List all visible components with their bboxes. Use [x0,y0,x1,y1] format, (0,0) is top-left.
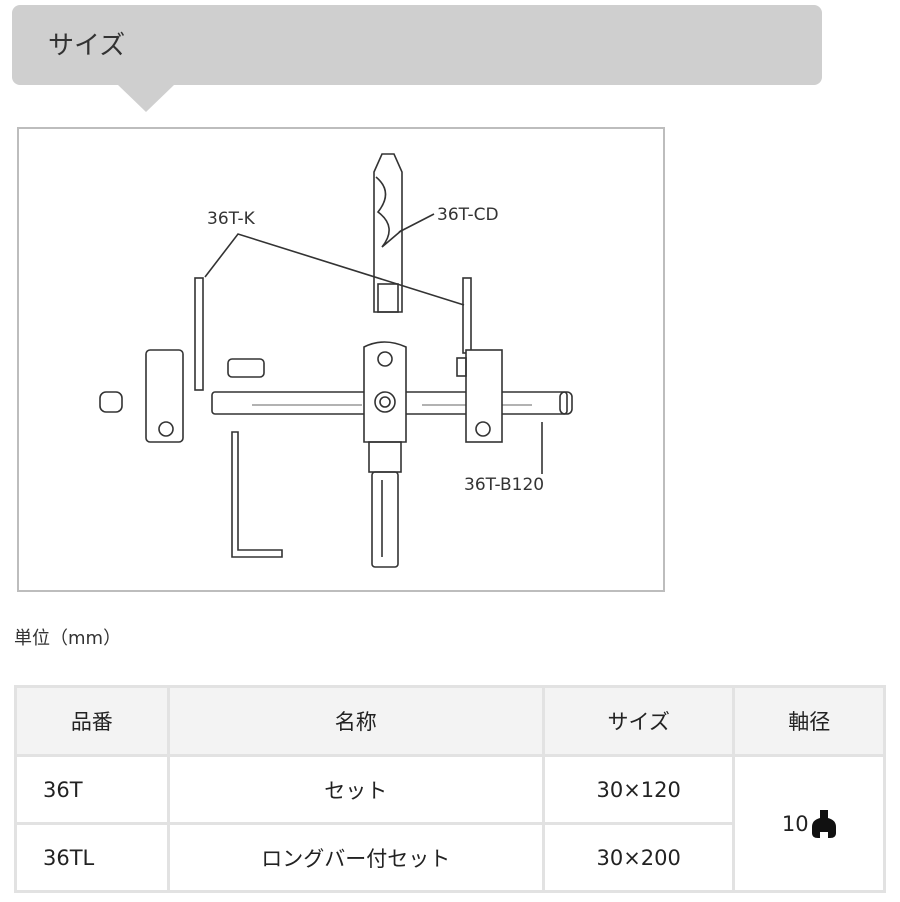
parts-diagram: 36T-CD 36T-K 36T-B120 [17,127,665,592]
left-cutter-blade [194,277,204,391]
col-header-code: 品番 [14,685,170,757]
right-cutter-blade [462,277,472,354]
col-header-name: 名称 [166,685,545,757]
drill-bit-part [373,153,403,313]
drill-leader-line [398,213,435,233]
section-title: サイズ [48,31,126,61]
center-holder [363,341,407,568]
right-holder-block [456,349,503,443]
small-bolt [99,391,123,413]
cell-name: セット [166,754,545,825]
label-36T-K: 36T-K [207,209,256,229]
table-row: 36T セット 30×120 10 [14,754,886,893]
label-36T-B120: 36T-B120 [464,475,544,495]
shaft-diameter: 10 [781,811,809,836]
spec-table: 品番 名称 サイズ 軸径 36T セット 30×120 10 36TL ロングバ… [14,685,886,893]
blade-leader-line [204,233,465,306]
table-row: 36TL ロングバー付セット 30×200 [14,822,885,893]
cell-name: ロングバー付セット [166,822,545,893]
hex-screw [227,358,265,378]
cell-size: 30×200 [541,822,736,893]
cell-size: 30×120 [541,754,736,825]
left-holder-block [145,349,184,443]
sds-shank-icon [811,809,836,838]
hex-key [231,431,283,558]
header-pointer [118,85,174,112]
col-header-shaft: 軸径 [732,685,886,757]
cell-shaft: 10 [732,754,886,893]
unit-note: 単位（mm） [14,628,122,649]
cell-code: 36TL [14,822,170,893]
section-header: サイズ [12,5,822,85]
cell-code: 36T [14,754,170,825]
table-header-row: 品番 名称 サイズ 軸径 [14,685,886,757]
label-36T-CD: 36T-CD [437,205,499,225]
col-header-size: サイズ [541,685,736,757]
